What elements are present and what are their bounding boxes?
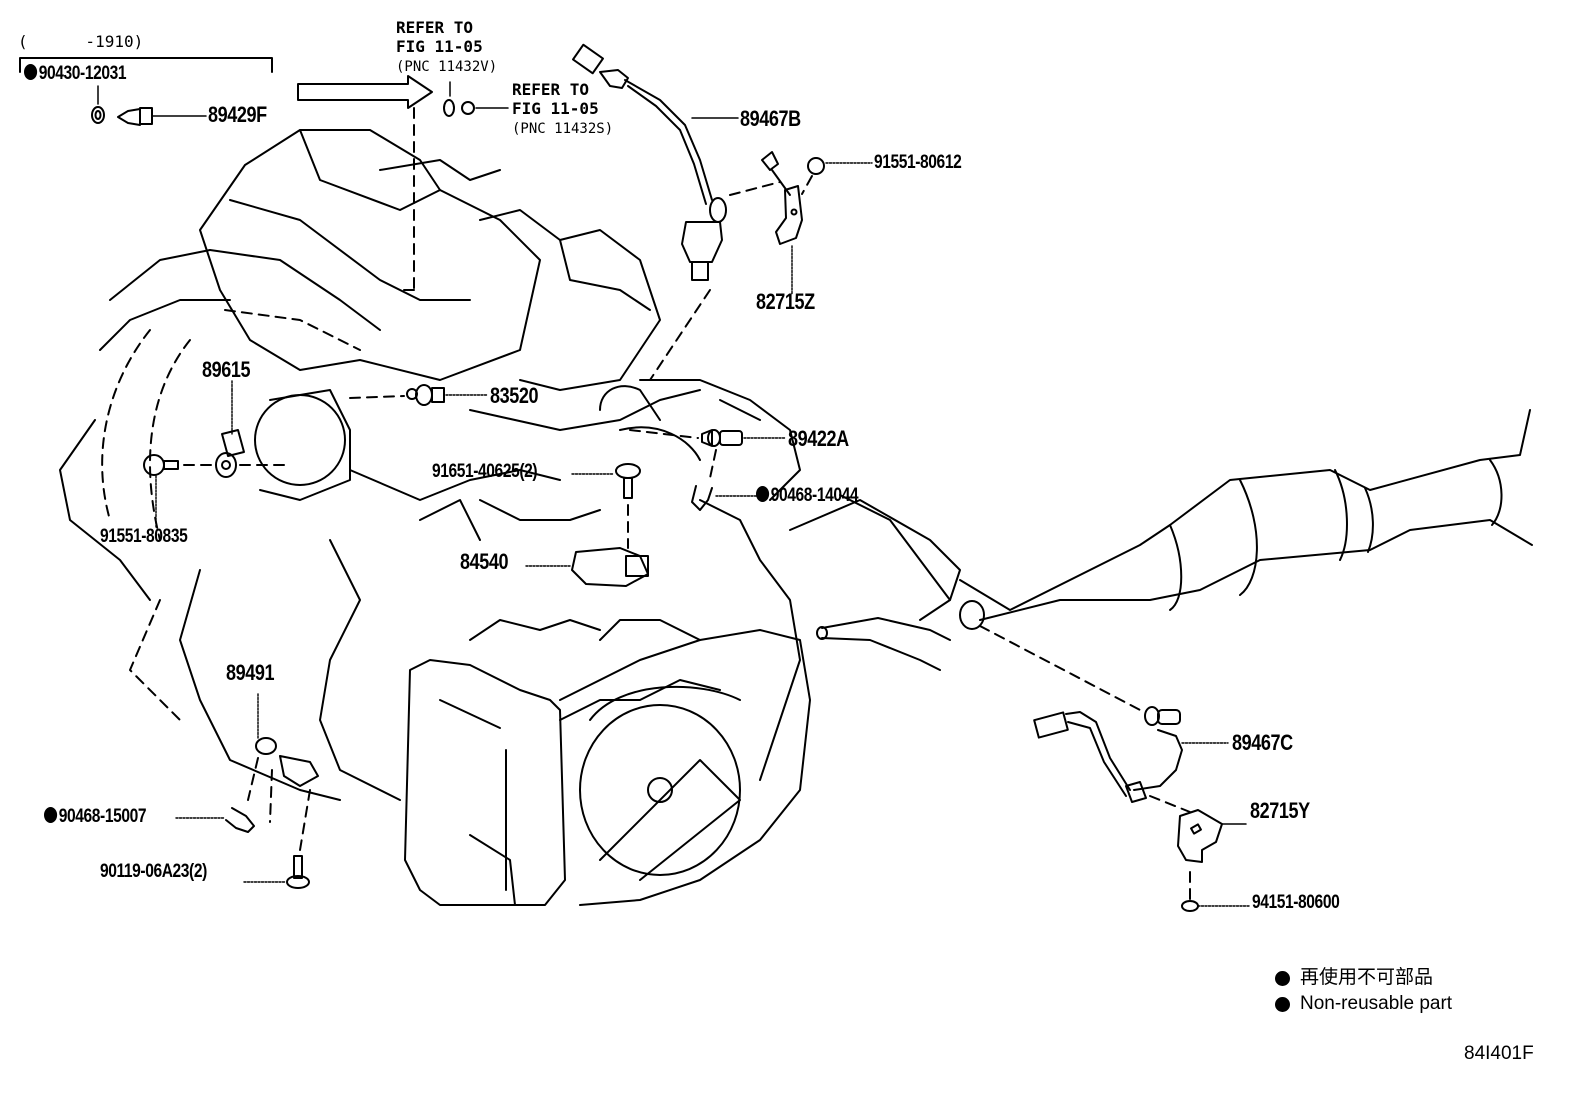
nut-94151-80600-icon bbox=[1181, 900, 1251, 912]
part-label-90119-06A23[interactable]: 90119-06A23(2) bbox=[100, 861, 207, 882]
legend-row-japanese: 再使用不可部品 bbox=[1275, 965, 1452, 991]
legend-row-english: Non-reusable part bbox=[1275, 991, 1452, 1017]
figure-code: 84I401F bbox=[1464, 1043, 1534, 1064]
part-label-84540[interactable]: 84540 bbox=[460, 549, 509, 574]
gasket-icon bbox=[443, 81, 509, 117]
part-label-91651-40625[interactable]: 91651-40625(2) bbox=[432, 461, 538, 482]
exhaust-pipe-outline bbox=[789, 409, 1533, 671]
part-label-90468-14044[interactable]: 90468-14044 bbox=[756, 486, 858, 505]
part-label-82715Y[interactable]: 82715Y bbox=[1250, 798, 1310, 823]
legend: 再使用不可部品 Non-reusable part bbox=[1275, 965, 1452, 1017]
knock-sensor-89615-icon bbox=[215, 389, 245, 478]
bracket-82715y-icon bbox=[1177, 809, 1247, 901]
clip-90468-15007-icon bbox=[175, 807, 255, 833]
bolt-91551-80612-icon bbox=[801, 157, 873, 195]
part-label-89467C[interactable]: 89467C bbox=[1232, 730, 1293, 755]
legend-text-english: Non-reusable part bbox=[1300, 993, 1453, 1014]
non-reusable-dot-icon bbox=[44, 807, 58, 823]
part-label-89615[interactable]: 89615 bbox=[202, 357, 251, 382]
non-reusable-dot-icon bbox=[1275, 970, 1290, 986]
part-label-83520[interactable]: 83520 bbox=[490, 383, 539, 408]
reference-arrow-icon bbox=[297, 75, 433, 109]
date-range-note: ( -1910) bbox=[18, 32, 144, 51]
clip-90468-14044-icon bbox=[691, 449, 763, 511]
part-label-89429F[interactable]: 89429F bbox=[208, 102, 267, 127]
non-reusable-dot-icon bbox=[1275, 996, 1290, 1012]
part-label-90468-15007[interactable]: 90468-15007 bbox=[44, 807, 146, 826]
temp-sensor-icon bbox=[117, 107, 207, 126]
oxygen-sensor-89467c-icon bbox=[979, 625, 1229, 813]
reference-note-pnc-11432s[interactable]: REFER TO FIG 11-05 (PNC 11432S) bbox=[512, 80, 614, 137]
non-reusable-dot-icon bbox=[756, 486, 770, 502]
neutral-switch-84540-icon bbox=[525, 547, 649, 587]
part-label-90430-12031[interactable]: 90430-12031 bbox=[24, 64, 126, 83]
reference-note-pnc-11432v[interactable]: REFER TO FIG 11-05 (PNC 11432V) bbox=[396, 18, 498, 75]
part-label-89491[interactable]: 89491 bbox=[226, 660, 275, 685]
oxygen-sensor-89467b-icon bbox=[572, 43, 739, 281]
grommet-icon bbox=[91, 85, 105, 124]
bolt-90119-06a23-icon bbox=[243, 855, 310, 889]
date-range-bracket bbox=[19, 57, 273, 73]
part-label-82715Z[interactable]: 82715Z bbox=[756, 289, 815, 314]
bracket-82715z-icon bbox=[761, 151, 803, 295]
engine-block-outline bbox=[59, 129, 801, 801]
legend-text-japanese: 再使用不可部品 bbox=[1300, 967, 1434, 988]
speed-sensor-89491-icon bbox=[247, 693, 319, 851]
part-label-91551-80835[interactable]: 91551-80835 bbox=[100, 526, 188, 547]
part-label-89467B[interactable]: 89467B bbox=[740, 106, 801, 131]
bolt-91651-40625-icon bbox=[571, 463, 641, 549]
part-label-91551-80612[interactable]: 91551-80612 bbox=[874, 152, 962, 173]
sensor-89422a-icon bbox=[629, 429, 787, 447]
bolt-91551-80835-icon bbox=[143, 454, 291, 529]
non-reusable-dot-icon bbox=[24, 64, 38, 80]
transmission-case-outline bbox=[404, 619, 811, 906]
part-label-94151-80600[interactable]: 94151-80600 bbox=[1252, 892, 1340, 913]
part-label-89422A[interactable]: 89422A bbox=[788, 426, 849, 451]
pressure-switch-83520-icon bbox=[349, 384, 489, 406]
